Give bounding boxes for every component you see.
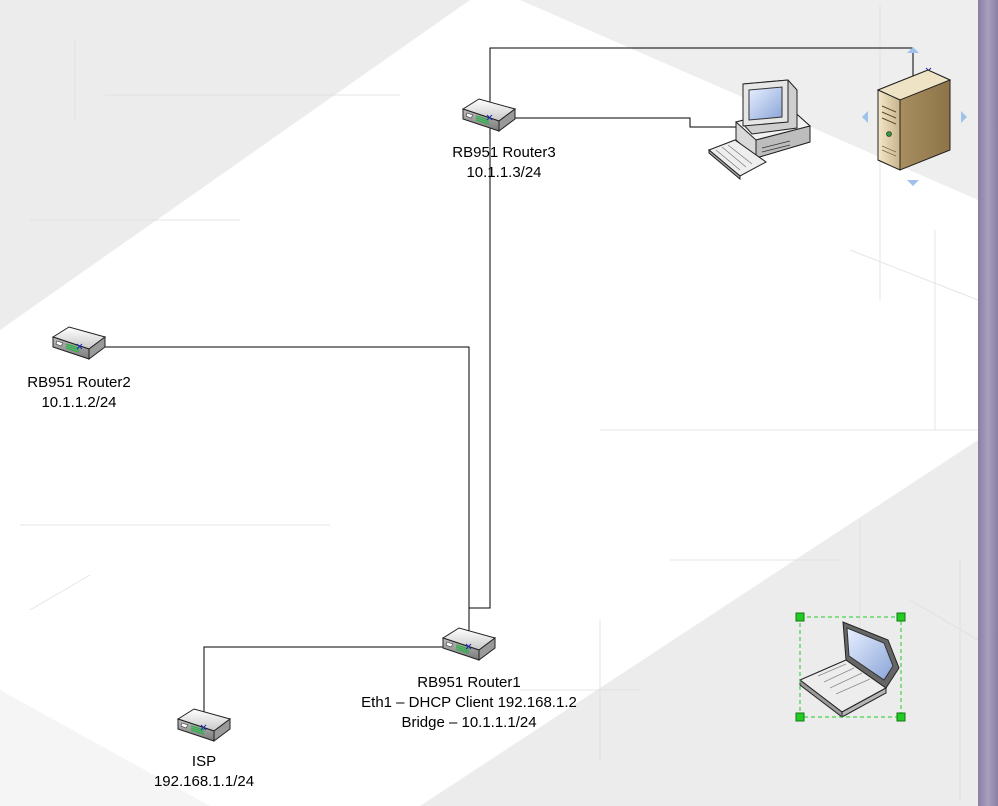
diagram-canvas[interactable]: RB951 Router3 10.1.1.3/24 RB951 Router2 … — [0, 0, 978, 806]
router2-ip: 10.1.1.2/24 — [41, 394, 117, 411]
page-sheet — [0, 0, 978, 806]
isp-name: ISP — [191, 753, 217, 770]
router3-ip: 10.1.1.3/24 — [466, 164, 542, 181]
isp-ip: 192.168.1.1/24 — [153, 773, 255, 790]
isp-label: ISP 192.168.1.1/24 — [104, 752, 304, 792]
router3-name: RB951 Router3 — [452, 144, 556, 161]
connector-isp-router1 — [203, 646, 469, 728]
server-tower-icon[interactable] — [862, 47, 967, 186]
router2-label: RB951 Router2 10.1.1.2/24 — [0, 373, 179, 413]
diagram-drawing — [0, 0, 978, 806]
selection-box — [795, 612, 906, 722]
router2-name: RB951 Router2 — [27, 374, 131, 391]
vertical-scrollbar[interactable] — [978, 0, 998, 806]
router1-bridge: Bridge – 10.1.1.1/24 — [401, 714, 537, 731]
connector-router3-router1 — [469, 118, 491, 609]
router1-name: RB951 Router1 — [417, 674, 521, 691]
router1-label: RB951 Router1 Eth1 – DHCP Client 192.168… — [319, 673, 619, 733]
connector-router3-desktop — [490, 117, 760, 128]
router1-eth1: Eth1 – DHCP Client 192.168.1.2 — [361, 694, 577, 711]
connector-router2-router1 — [80, 346, 470, 647]
desktop-computer-icon[interactable] — [708, 79, 812, 181]
router3-label: RB951 Router3 10.1.1.3/24 — [404, 143, 604, 183]
laptop-icon[interactable] — [799, 621, 900, 719]
